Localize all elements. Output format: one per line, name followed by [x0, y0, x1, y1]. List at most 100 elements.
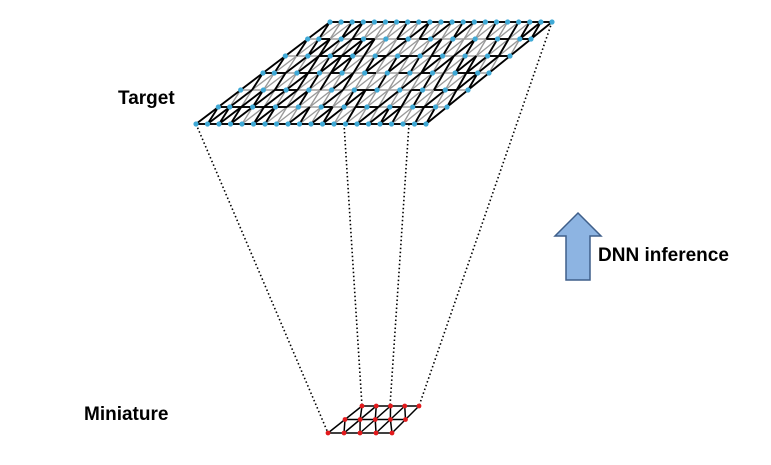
target-node [316, 36, 322, 42]
target-edge [252, 106, 277, 125]
target-node [438, 19, 444, 25]
target-node [387, 104, 393, 110]
target-edge [455, 72, 468, 91]
target-edge [409, 55, 432, 74]
target-edge [206, 106, 220, 125]
target-edge [332, 89, 344, 108]
target-edge [400, 89, 412, 108]
target-edge [206, 106, 231, 125]
target-node [354, 121, 360, 127]
target-edge [365, 72, 388, 91]
target-edge [408, 38, 431, 57]
miniature-node [357, 417, 363, 422]
target-node [260, 87, 266, 93]
target-lattice [193, 19, 555, 127]
target-edge [442, 38, 465, 57]
target-edge [456, 72, 479, 91]
target-edge [367, 106, 380, 125]
target-edge [356, 106, 368, 125]
target-edge [477, 55, 500, 74]
target-edge [308, 72, 332, 91]
target-node [329, 87, 335, 93]
target-node [507, 53, 513, 59]
target-node [505, 19, 511, 25]
miniature-label: Miniature [84, 404, 169, 425]
target-edge [341, 55, 365, 74]
target-node [227, 121, 234, 127]
target-edge [320, 89, 344, 108]
target-edge [379, 106, 402, 125]
target-edge [352, 55, 365, 74]
target-edge [331, 72, 354, 91]
miniature-node [387, 417, 393, 422]
target-edge [229, 89, 253, 108]
target-edge [229, 106, 243, 125]
target-node [350, 53, 356, 59]
target-edge [431, 55, 455, 74]
target-edge [377, 89, 401, 108]
target-edge [519, 21, 531, 40]
target-node [494, 36, 501, 42]
target-node [460, 19, 466, 25]
target-edge [263, 89, 287, 108]
target-edge [362, 21, 375, 40]
target-edge [389, 89, 401, 108]
target-edge [318, 55, 343, 74]
target-edge [423, 89, 446, 108]
target-edge [297, 89, 321, 108]
target-edge [262, 72, 275, 91]
target-node [341, 104, 347, 110]
miniature-node [359, 403, 365, 409]
target-node [362, 70, 368, 76]
target-edge [285, 72, 298, 91]
target-edge [195, 106, 219, 125]
miniature-node [416, 403, 422, 409]
target-edge [398, 55, 421, 74]
target-edge [296, 55, 309, 74]
target-edge [343, 89, 356, 108]
target-edge [441, 21, 453, 40]
target-node [260, 70, 266, 76]
target-edge [229, 89, 242, 108]
target-edge [364, 55, 388, 74]
target-node [382, 19, 389, 25]
target-node [449, 19, 455, 25]
target-edge [318, 21, 331, 40]
target-edge [318, 38, 342, 57]
target-node [383, 36, 389, 42]
projection-lines [195, 21, 553, 434]
target-edge [366, 89, 389, 108]
target-edge [375, 55, 399, 74]
target-edge [497, 21, 520, 40]
target-edge [429, 21, 453, 40]
target-node [405, 19, 411, 25]
target-edge [320, 89, 333, 108]
target-node [538, 19, 544, 25]
target-edge [435, 89, 458, 108]
target-edge [374, 21, 398, 40]
target-edge [453, 38, 465, 57]
target-node [239, 121, 245, 127]
target-node [305, 36, 311, 42]
target-node [411, 121, 418, 127]
target-edge [308, 72, 321, 91]
target-edge [477, 55, 489, 74]
target-edge [298, 106, 311, 125]
target-edge [429, 21, 442, 40]
target-edge [297, 89, 310, 108]
miniature-edge [327, 418, 346, 434]
target-edge [430, 38, 443, 57]
target-edge [463, 21, 475, 40]
target-node [306, 87, 312, 93]
target-edge [467, 72, 479, 91]
target-edge [498, 38, 521, 57]
target-edge [396, 21, 420, 40]
target-edge [286, 89, 310, 108]
target-edge [297, 72, 320, 91]
target-node [427, 36, 434, 42]
target-node [295, 104, 301, 110]
target-edge [402, 106, 414, 125]
target-edge [342, 72, 366, 91]
target-edge [287, 106, 311, 125]
